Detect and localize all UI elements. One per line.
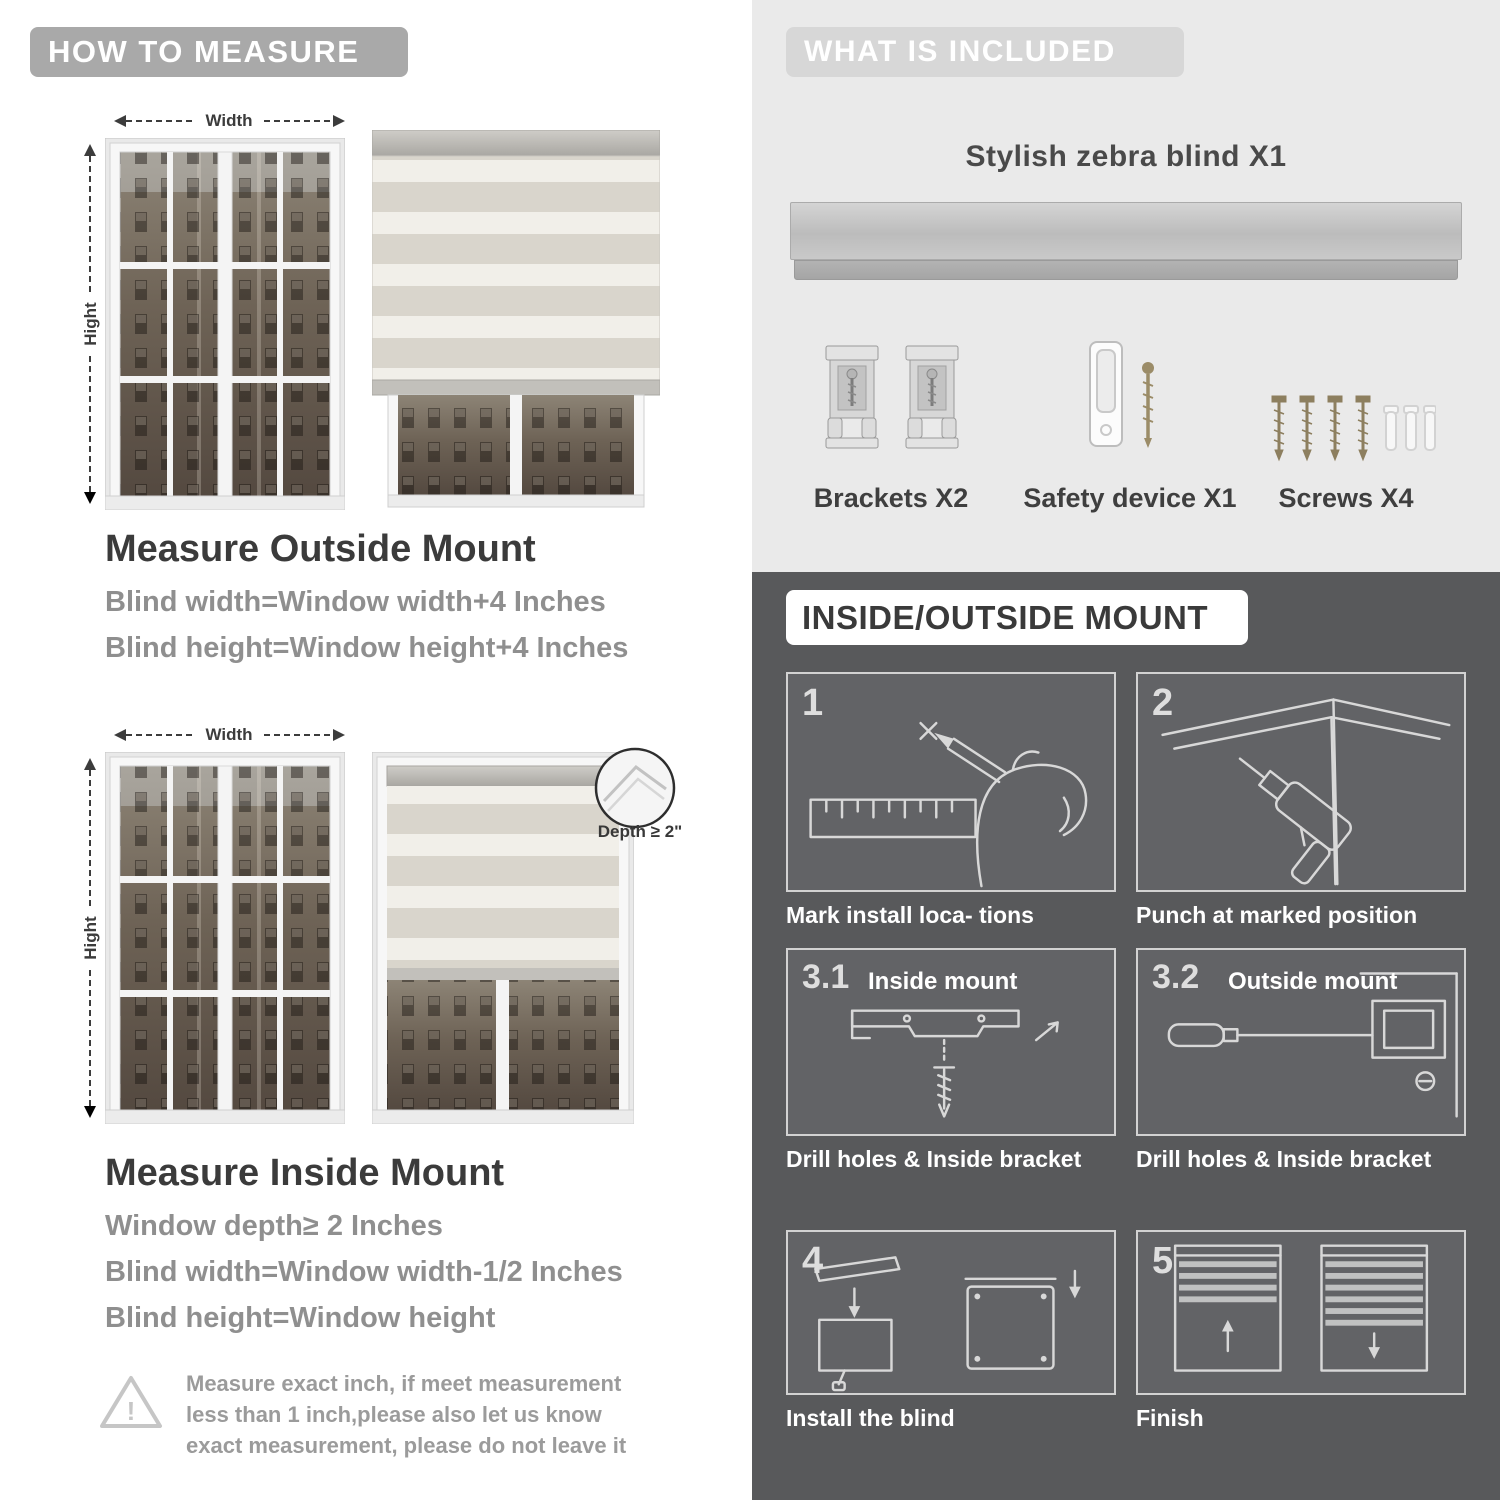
step-4-caption: Install the blind bbox=[786, 1405, 955, 1431]
measure-outside-mount-title: Measure Outside Mount bbox=[105, 528, 536, 570]
zebra-blind-label: Stylish zebra blind X1 bbox=[965, 140, 1287, 173]
window-illustration-plain-1 bbox=[105, 138, 345, 510]
outside-formula-height: Blind height=Window height+4 Inches bbox=[105, 632, 629, 664]
height-dimension-arrow-2: Hight bbox=[81, 758, 100, 1118]
what-is-included-title: WHAT IS INCLUDED bbox=[804, 35, 1116, 68]
width-label: Width bbox=[205, 111, 252, 130]
step-5-illustration bbox=[1173, 1244, 1429, 1372]
warning-exclamation: ! bbox=[127, 1396, 136, 1426]
step-2-illustration bbox=[1161, 698, 1451, 886]
window-illustration-inside-blind bbox=[372, 752, 634, 1124]
step-3-1-illustration bbox=[850, 1009, 1059, 1118]
step-4-illustration bbox=[814, 1256, 1081, 1392]
step-3-2-label: Outside mount bbox=[1228, 968, 1398, 995]
window-illustration-outside-blind bbox=[372, 130, 660, 508]
height-label-2: Hight bbox=[81, 916, 100, 960]
outside-formula-width: Blind width=Window width+4 Inches bbox=[105, 586, 606, 618]
step-panel-2: 2 bbox=[1136, 672, 1466, 892]
safety-device-label: Safety device X1 bbox=[1023, 483, 1237, 513]
what-is-included-badge: WHAT IS INCLUDED bbox=[786, 27, 1184, 77]
step-panel-1: 1 bbox=[786, 672, 1116, 892]
step-3-1-caption: Drill holes & Inside bracket bbox=[786, 1146, 1082, 1172]
step-3-2-number: 3.2 bbox=[1152, 958, 1200, 996]
inside-outside-mount-badge: INSIDE/OUTSIDE MOUNT bbox=[786, 590, 1248, 645]
height-label: Hight bbox=[81, 302, 100, 346]
depth-callout-circle bbox=[594, 747, 676, 829]
step-panel-4: 4 bbox=[786, 1230, 1116, 1395]
step-2-caption: Punch at marked position bbox=[1136, 902, 1418, 928]
screws-icon bbox=[1271, 395, 1436, 462]
how-to-measure-title: HOW TO MEASURE bbox=[48, 34, 360, 69]
inside-outside-mount-title: INSIDE/OUTSIDE MOUNT bbox=[802, 598, 1209, 636]
bracket-icon bbox=[825, 345, 879, 449]
brackets-label: Brackets X2 bbox=[813, 483, 969, 513]
how-to-measure-badge: HOW TO MEASURE bbox=[30, 27, 408, 77]
bracket-icon bbox=[905, 345, 959, 449]
step-5-caption: Finish bbox=[1136, 1405, 1204, 1431]
step-2-number: 2 bbox=[1152, 682, 1174, 724]
step-panel-5: 5 bbox=[1136, 1230, 1466, 1395]
step-1-number: 1 bbox=[802, 682, 824, 724]
width-dimension-arrow: Width bbox=[114, 111, 345, 130]
width-label-2: Width bbox=[205, 725, 252, 744]
step-5-number: 5 bbox=[1152, 1240, 1174, 1282]
height-dimension-arrow: Hight bbox=[81, 144, 100, 504]
step-4-number: 4 bbox=[802, 1240, 824, 1282]
step-panel-3-2: 3.2 Outside mount bbox=[1136, 948, 1466, 1136]
step-1-illustration bbox=[809, 721, 1088, 888]
zebra-blind-headrail-lip bbox=[794, 260, 1458, 280]
step-3-1-number: 3.1 bbox=[802, 958, 850, 996]
step-3-1-label: Inside mount bbox=[868, 968, 1018, 995]
window-illustration-plain-2 bbox=[105, 752, 345, 1124]
measure-inside-mount-title: Measure Inside Mount bbox=[105, 1152, 505, 1194]
screws-label: Screws X4 bbox=[1278, 483, 1414, 513]
step-1-caption: Mark install loca- tions bbox=[786, 902, 1034, 928]
width-dimension-arrow-2: Width bbox=[114, 725, 345, 744]
inside-formula-height: Blind height=Window height bbox=[105, 1302, 496, 1334]
included-section bbox=[752, 0, 1500, 572]
safety-device-icon bbox=[1089, 341, 1154, 448]
warning-text: Measure exact inch, if meet measurement … bbox=[186, 1371, 627, 1459]
zebra-blind-headrail bbox=[790, 202, 1462, 260]
step-panel-3-1: 3.1 Inside mount bbox=[786, 948, 1116, 1136]
warning-triangle-icon: ! bbox=[100, 1376, 162, 1428]
depth-callout-label: Depth ≥ 2" bbox=[597, 822, 683, 841]
inside-formula-width: Blind width=Window width-1/2 Inches bbox=[105, 1256, 623, 1288]
inside-rule-depth: Window depth≥ 2 Inches bbox=[105, 1210, 443, 1242]
step-3-2-caption: Drill holes & Inside bracket bbox=[1136, 1146, 1432, 1172]
step-3-2-illustration bbox=[1167, 972, 1458, 1118]
